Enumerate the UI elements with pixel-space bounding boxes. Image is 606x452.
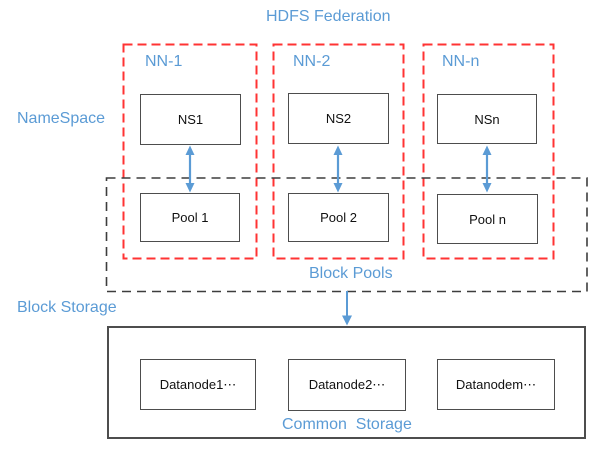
block-pools-label: Block Pools — [309, 265, 393, 282]
nn-2-label: NN-2 — [293, 53, 331, 70]
nn-1-dashed-box — [122, 43, 258, 260]
nsn-pooln-double-arrow-icon — [482, 145, 492, 193]
pool1-box: Pool 1 — [140, 193, 240, 242]
common-storage-label: Common Storage — [282, 416, 412, 433]
pooln-box: Pool n — [437, 194, 538, 244]
nn-n-dashed-box — [422, 43, 555, 260]
block-pools-to-storage-arrow-icon — [342, 291, 352, 326]
nn-2-dashed-box — [272, 43, 405, 260]
nsn-box: NSn — [437, 94, 537, 144]
nn-1-label: NN-1 — [145, 53, 183, 70]
ns1-box: NS1 — [140, 94, 241, 145]
ns2-box: NS2 — [288, 93, 389, 144]
datanodem-box: Datanodem⋯ — [437, 359, 555, 410]
namespace-label: NameSpace — [17, 110, 106, 127]
ns2-pool2-double-arrow-icon — [333, 145, 343, 193]
diagram-title: HDFS Federation — [266, 8, 391, 25]
block-pools-dashed-box — [105, 177, 588, 293]
nn-n-label: NN-n — [442, 53, 480, 70]
datanode1-box: Datanode1⋯ — [140, 359, 256, 410]
pool2-box: Pool 2 — [288, 193, 389, 242]
ns1-pool1-double-arrow-icon — [185, 145, 195, 193]
block-storage-label: Block Storage — [17, 299, 117, 316]
datanode2-box: Datanode2⋯ — [288, 359, 406, 411]
